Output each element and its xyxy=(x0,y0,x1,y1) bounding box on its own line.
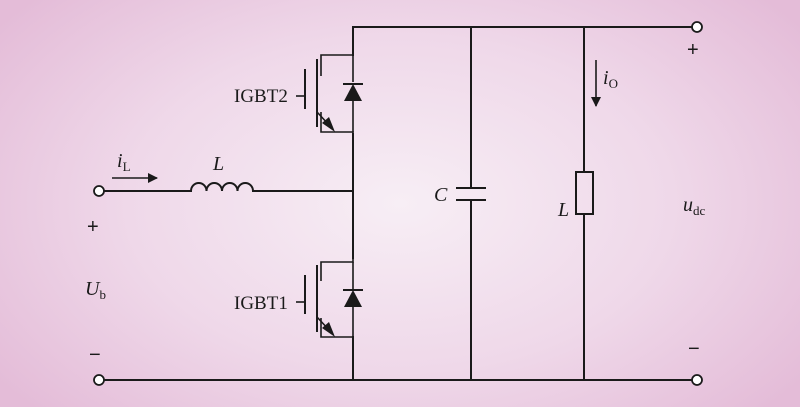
udc-plus-sign: + xyxy=(687,39,699,61)
ub-label: Ub xyxy=(85,278,106,302)
inductor-coil xyxy=(189,182,255,193)
inductor-label: L xyxy=(212,153,224,175)
igbt1-switch xyxy=(296,258,363,381)
ub-minus-sign: − xyxy=(89,344,101,366)
load-branch xyxy=(575,26,594,381)
io-label: iO xyxy=(603,67,618,91)
igbt2-switch xyxy=(296,26,363,134)
udc-label: udc xyxy=(683,194,706,218)
igbt1-label: IGBT1 xyxy=(234,293,288,314)
udc-minus-sign: − xyxy=(688,338,700,360)
il-label: iL xyxy=(117,150,131,174)
terminal-ub-minus xyxy=(93,374,105,386)
igbt2-label: IGBT2 xyxy=(234,86,288,107)
capacitor-c xyxy=(456,26,486,381)
terminal-udc-minus xyxy=(691,374,703,386)
load-label: L xyxy=(557,199,569,221)
ub-plus-sign: + xyxy=(87,216,99,238)
terminal-udc-plus xyxy=(691,21,703,33)
capacitor-label: C xyxy=(434,184,448,206)
terminal-ub-plus xyxy=(93,185,105,197)
